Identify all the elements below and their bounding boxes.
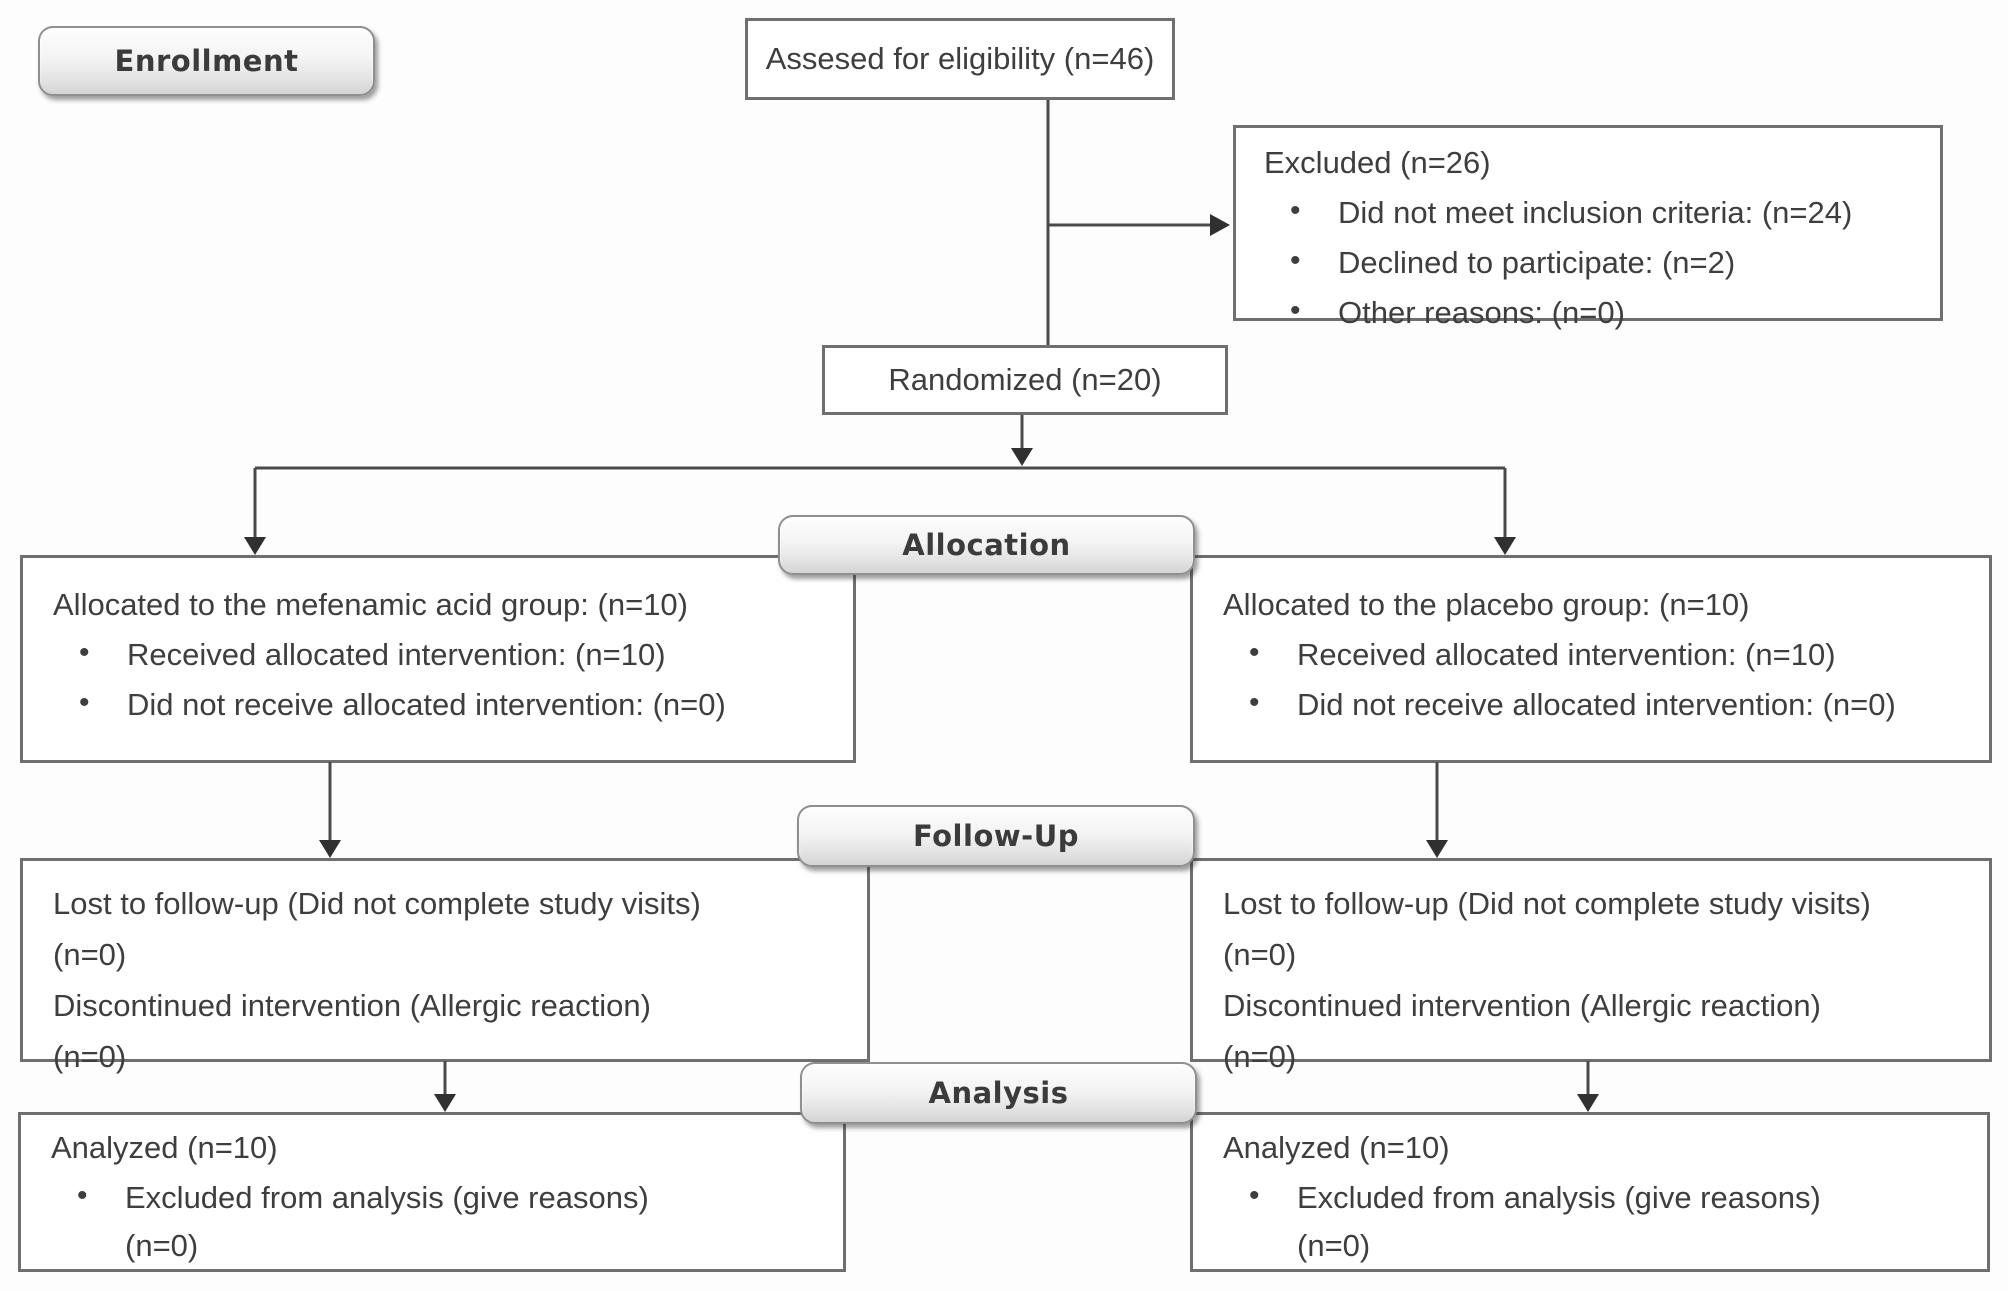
bullet-item: Did not receive allocated intervention: … [1223, 683, 1973, 725]
analysis-right-bullet-list: Excluded from analysis (give reasons) (n… [1223, 1176, 1971, 1266]
bullet-item: Excluded from analysis (give reasons) (n… [1223, 1176, 1971, 1266]
bullet-item: Other reasons: (n=0) [1264, 291, 1922, 333]
arrowhead-allocation-right [1494, 537, 1516, 555]
followup-right-box: Lost to follow-up (Did not complete stud… [1190, 858, 1992, 1074]
bullet-item: Declined to participate: (n=2) [1264, 241, 1922, 283]
bullet-item: Excluded from analysis (give reasons) (n… [51, 1176, 827, 1266]
randomized-title: Randomized (n=20) [888, 362, 1162, 397]
bullet-continuation: (n=0) [125, 1228, 199, 1263]
bullet-text: Excluded from analysis (give reasons) [1297, 1180, 1821, 1215]
excluded-bullet-list: Did not meet inclusion criteria: (n=24) … [1264, 191, 1922, 333]
analysis-right-title: Analyzed (n=10) [1223, 1130, 1450, 1165]
followup-left-line: Lost to follow-up (Did not complete stud… [53, 886, 701, 921]
excluded-title: Excluded (n=26) [1264, 145, 1491, 180]
arrowhead-allocation-left [244, 537, 266, 555]
followup-right-line: Lost to follow-up (Did not complete stud… [1223, 886, 1871, 921]
followup-right-line: (n=0) [1223, 937, 1297, 972]
stage-badge-followup: Follow-Up [797, 805, 1195, 867]
randomized-box: Randomized (n=20) [822, 345, 1228, 415]
arrowhead-analysis-right [1577, 1094, 1599, 1112]
allocation-right-bullet-list: Received allocated intervention: (n=10) … [1223, 633, 1973, 725]
followup-right-line: (n=0) [1223, 1039, 1297, 1074]
analysis-left-box: Analyzed (n=10) Excluded from analysis (… [18, 1112, 846, 1272]
bullet-text: Excluded from analysis (give reasons) [125, 1180, 649, 1215]
followup-left-line: (n=0) [53, 937, 127, 972]
arrowhead-split [1011, 448, 1033, 466]
arrowhead-followup-left [319, 840, 341, 858]
stage-badge-analysis: Analysis [800, 1062, 1197, 1124]
bullet-continuation: (n=0) [1297, 1228, 1371, 1263]
followup-right-line: Discontinued intervention (Allergic reac… [1223, 988, 1821, 1023]
arrowhead-analysis-left [434, 1094, 456, 1112]
bullet-item: Received allocated intervention: (n=10) [53, 633, 837, 675]
analysis-left-bullet-list: Excluded from analysis (give reasons) (n… [51, 1176, 827, 1266]
allocation-right-box: Allocated to the placebo group: (n=10) R… [1190, 555, 1992, 763]
followup-left-box: Lost to follow-up (Did not complete stud… [20, 858, 870, 1074]
allocation-left-title: Allocated to the mefenamic acid group: (… [53, 587, 689, 622]
stage-badge-enrollment: Enrollment [38, 26, 375, 96]
eligibility-box: Assesed for eligibility (n=46) [745, 18, 1175, 100]
bullet-item: Did not meet inclusion criteria: (n=24) [1264, 191, 1922, 233]
stage-badge-allocation: Allocation [778, 515, 1195, 575]
bullet-item: Did not receive allocated intervention: … [53, 683, 837, 725]
analysis-right-box: Analyzed (n=10) Excluded from analysis (… [1190, 1112, 1990, 1272]
excluded-box: Excluded (n=26) Did not meet inclusion c… [1233, 125, 1943, 331]
allocation-left-bullet-list: Received allocated intervention: (n=10) … [53, 633, 837, 725]
followup-left-line: Discontinued intervention (Allergic reac… [53, 988, 651, 1023]
analysis-left-title: Analyzed (n=10) [51, 1130, 278, 1165]
allocation-left-box: Allocated to the mefenamic acid group: (… [20, 555, 856, 763]
arrowhead-followup-right [1426, 840, 1448, 858]
bullet-item: Received allocated intervention: (n=10) [1223, 633, 1973, 675]
allocation-right-title: Allocated to the placebo group: (n=10) [1223, 587, 1750, 622]
followup-left-line: (n=0) [53, 1039, 127, 1074]
eligibility-title: Assesed for eligibility (n=46) [765, 41, 1155, 76]
arrowhead-excluded [1210, 214, 1230, 236]
